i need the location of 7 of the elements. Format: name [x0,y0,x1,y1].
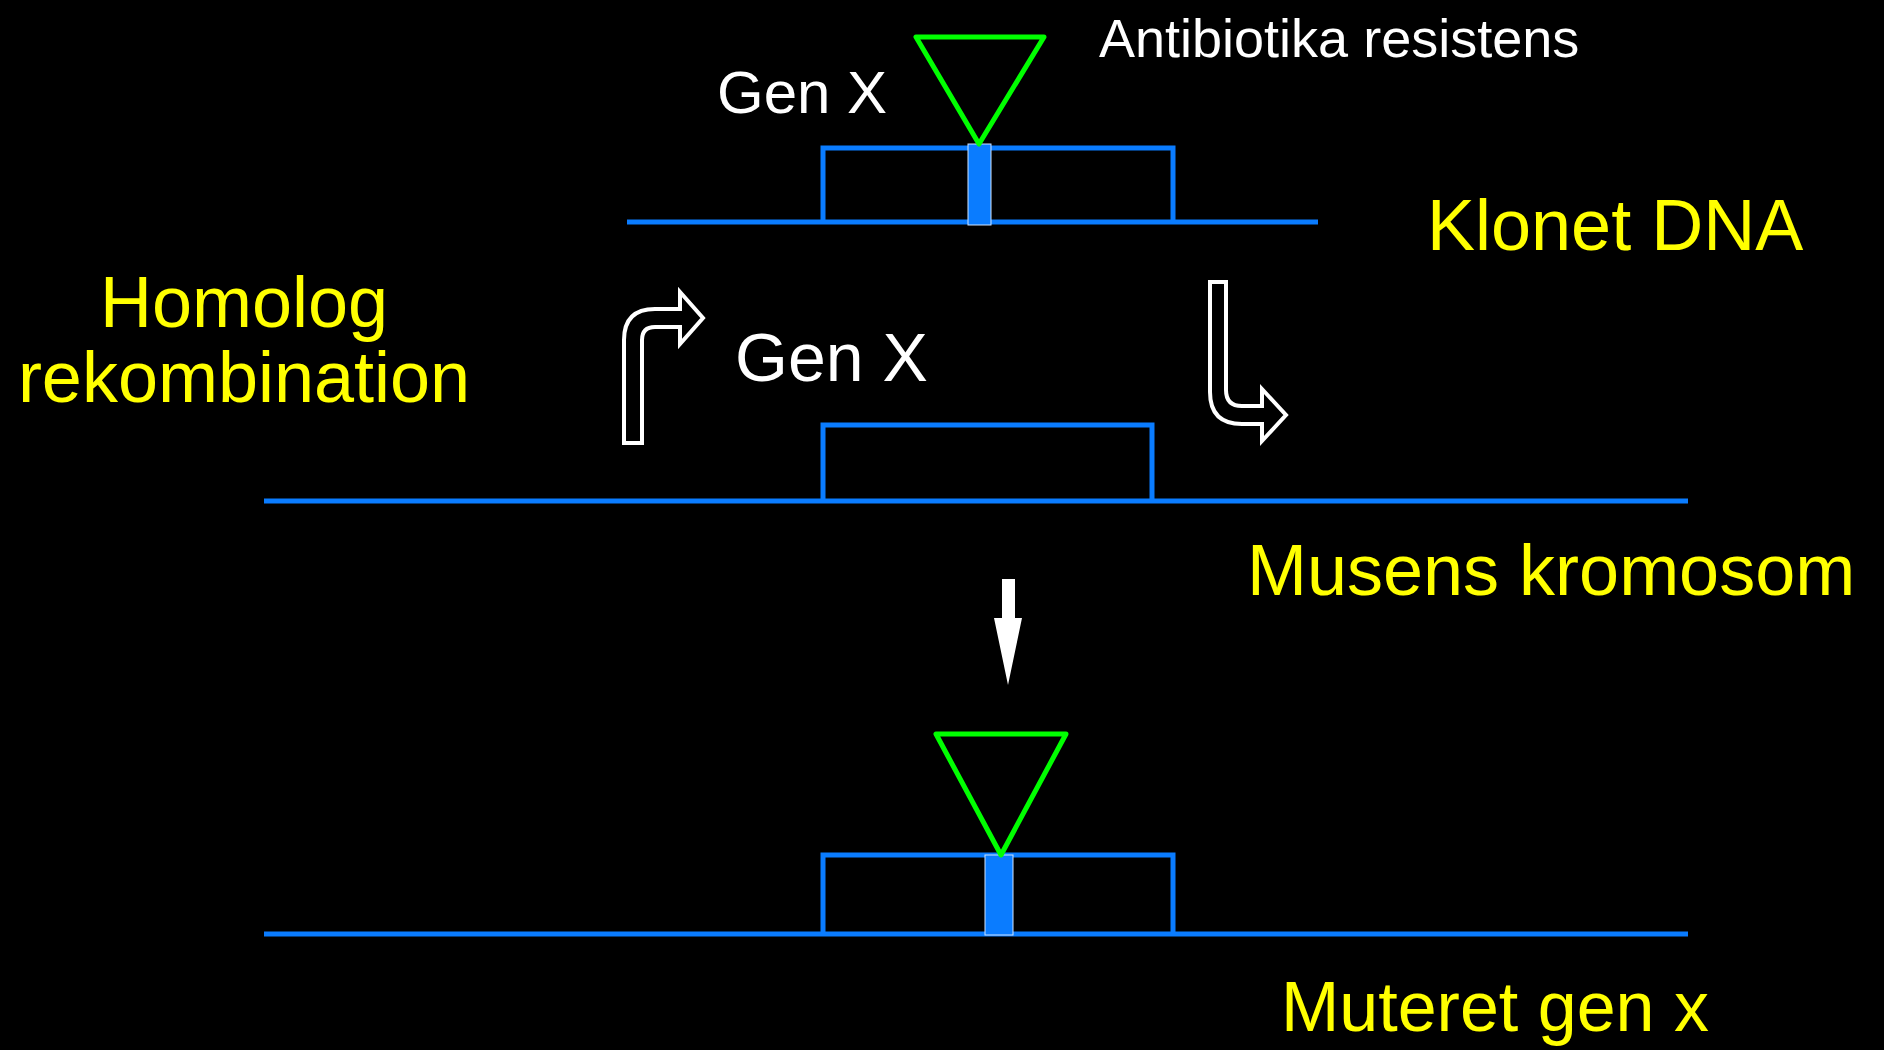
section-label: Musens kromosom [1247,533,1856,609]
process-label: Homolog rekombination [16,264,472,416]
section-label: Muteret gen x [1281,971,1709,1045]
gene-label: Gen X [717,60,888,124]
section-label: Klonet DNA [1427,188,1804,264]
gene-label: Gen X [735,321,928,393]
annotation-label: Antibiotika resistens [1099,9,1580,67]
